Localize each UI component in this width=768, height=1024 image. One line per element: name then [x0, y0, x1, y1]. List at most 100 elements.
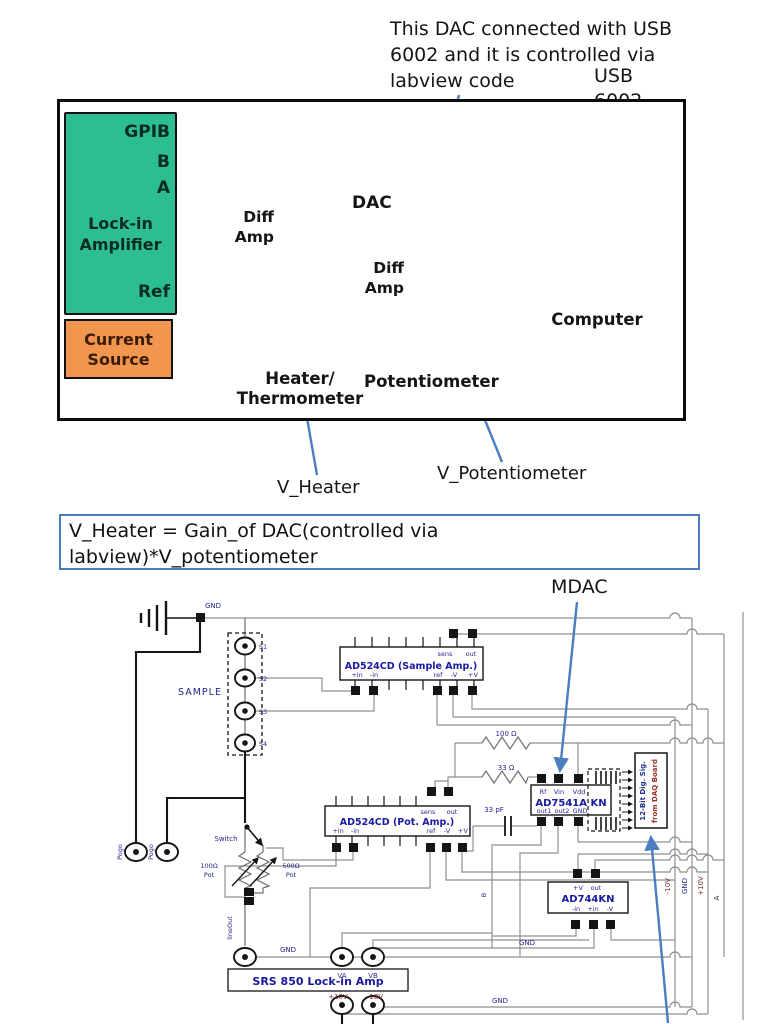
s4-label: S4: [259, 740, 267, 748]
va-label: VA: [337, 972, 346, 980]
mdac-pin: out1: [537, 807, 552, 815]
vb-label: VB: [368, 972, 378, 980]
daq-signal-box: [634, 752, 668, 829]
sample-switch-bank: [227, 632, 263, 756]
sample-amp-sens: sens: [438, 650, 454, 658]
current-source-block: Current Source: [64, 319, 173, 379]
r100-label: 100 Ω: [496, 730, 518, 738]
ad744-pin: -in: [572, 905, 580, 913]
mdac-pin: Vdd: [573, 788, 586, 796]
m10v-label: -10V: [367, 993, 383, 1001]
pot-amp-out: out: [447, 808, 458, 816]
sample-amp-pin: -V: [451, 671, 458, 679]
gnd-mid-label: GND: [280, 946, 296, 954]
diff1-line1: Diff: [243, 208, 274, 226]
p10v-label: +10V: [328, 993, 348, 1001]
pot100-label: 100Ω: [200, 862, 217, 870]
formula-line2: labview)*V_potentiometer: [69, 546, 318, 568]
lockin-name-line1: Lock-in: [88, 214, 153, 233]
switch-label: Switch: [214, 835, 237, 843]
arrow-daq-box: [644, 834, 670, 1024]
a-port-label: A: [156, 178, 170, 198]
diff2-line2: Amp: [364, 279, 404, 297]
dac-annotation-line2: 6002 and it is controlled via: [390, 44, 656, 66]
pot-amp-chip: [324, 787, 471, 852]
lockin-amplifier-block: GPIB B A Lock-in Amplifier Ref: [64, 112, 177, 315]
pogo1-label: Pogo: [116, 844, 124, 860]
formula-box: V_Heater = Gain_of DAC(controlled via la…: [59, 514, 700, 570]
jack-s3: [234, 701, 256, 721]
pot-amp-sens: sens: [421, 808, 437, 816]
diff-amp1-label: Diff Amp: [214, 207, 274, 247]
pogo-jacks: [124, 842, 179, 862]
lockin-name-line2: Amplifier: [79, 235, 162, 254]
current-source-line2: Source: [87, 350, 150, 369]
dac-annotation-line3: labview code: [390, 70, 515, 92]
pot-amp-title: AD524CD (Pot. Amp.): [340, 817, 455, 828]
jack-s2: [234, 668, 256, 688]
ad744-pin: +V: [573, 884, 583, 892]
rail-p10v-label: +10V: [697, 876, 705, 896]
pot-amp-pin: -in: [351, 827, 359, 835]
diff1-line2: Amp: [234, 228, 274, 246]
jack-s4: [234, 733, 256, 753]
mdac-chip-title: AD7541A KN: [535, 798, 606, 809]
pot100-label2: Pot: [204, 871, 215, 879]
pot-500-symbol: [249, 851, 277, 889]
gpib-port-label: GPIB: [124, 122, 170, 142]
ad744-pin: out: [591, 884, 602, 892]
sample-amp-pin: ref: [434, 671, 444, 679]
digital-bus: [587, 768, 633, 832]
dac-annotation: This DAC connected with USB 6002 and it …: [390, 16, 700, 94]
pot-node2: [244, 897, 254, 905]
gnd-wire-label: GND: [492, 997, 508, 1005]
heater-line2: Thermometer: [236, 389, 364, 408]
mdac-pin: out2: [555, 807, 570, 815]
sample-amp-title: AD524CD (Sample Amp.): [345, 661, 478, 672]
lineout-label: lineOut: [226, 916, 234, 940]
sample-amp-pin: -in: [370, 671, 378, 679]
ad744-pin: +in: [587, 905, 598, 913]
mdac-pin: Rf: [540, 788, 548, 796]
r33-label: 33 Ω: [498, 764, 515, 772]
jack-s1: [234, 636, 256, 656]
rail-a-label: A: [713, 895, 721, 900]
sample-label: SAMPLE: [178, 687, 222, 698]
sample-amp-out: out: [466, 650, 477, 658]
pot500-label: 500Ω: [282, 862, 299, 870]
computer-label: Computer: [551, 310, 643, 329]
srs-label: SRS 850 Lock-in Amp: [252, 975, 383, 988]
dac-label: DAC: [352, 193, 392, 213]
heater-thermometer-label: Heater/ Thermometer: [225, 369, 375, 409]
switch-symbol: [244, 824, 264, 847]
mdac-pin: Vin: [554, 788, 564, 796]
sample-amp-chip: [339, 629, 484, 695]
capacitor-33pf: [504, 816, 512, 836]
gnd-744-label: GND: [519, 939, 535, 947]
daq-box-line1: 12-Bit Dig. Sig.: [639, 761, 647, 821]
bottom-jacks: [233, 947, 385, 1015]
diff2-line1: Diff: [373, 259, 404, 277]
schematic-wires: [134, 612, 744, 1024]
sample-amp-pin: +in: [351, 671, 362, 679]
current-source-line1: Current: [84, 330, 153, 349]
ad744-chip: [547, 869, 629, 929]
gnd-top-label: GND: [205, 602, 221, 610]
s1-label: S1: [259, 643, 267, 651]
rail-m10v-label: -10V: [664, 878, 672, 894]
pot500-label2: Pot: [286, 871, 297, 879]
pot-node1: [244, 888, 254, 896]
schematic-labels: GND SAMPLE S1 S2 S3 S4 AD524CD (Sample A…: [116, 602, 721, 1005]
b-port-label: B: [157, 152, 170, 172]
v-potentiometer-callout: V_Potentiometer: [437, 463, 587, 484]
ad744-title: AD744KN: [561, 894, 614, 905]
mdac-pin: GND: [573, 807, 588, 815]
pot-amp-pin: +V: [458, 827, 468, 835]
rail-b-label: B: [480, 893, 488, 897]
mdac-callout: MDAC: [551, 576, 608, 598]
usb-label-line1: USB: [594, 65, 634, 87]
rail-gnd-label: GND: [681, 878, 689, 894]
s3-label: S3: [259, 708, 267, 716]
v-heater-callout: V_Heater: [277, 477, 360, 498]
mdac-chip: [530, 774, 612, 826]
